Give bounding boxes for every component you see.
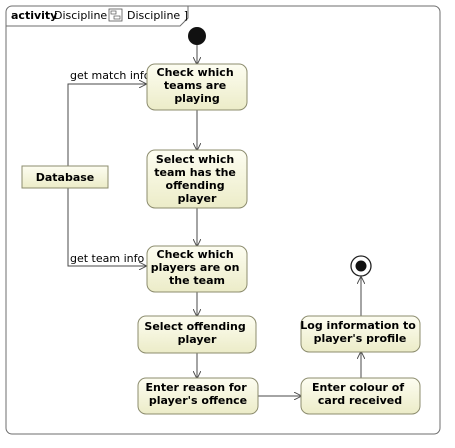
svg-text:Select which team has th: Select which team has the offending play… [154,153,239,205]
action-select-player-line-1: Select offending [144,320,245,333]
action-check-players: Check which players are on the team [146,245,248,293]
final-node [350,255,372,277]
action-enter-reason-line-1: Enter reason for [145,381,247,394]
svg-text:Check which players are: Check which players are on the team [151,248,244,287]
action-enter-colour-line-2: card received [318,394,402,407]
action-log-info-line-2: player's profile [314,332,407,345]
action-log-info-line-1: Log information to [300,319,416,332]
action-check-players-line-2: players are on [151,261,240,274]
frame-title: Discipline [ [54,9,115,22]
frame-keyword: activity [11,9,57,22]
database-object-node: Database [21,165,109,189]
action-select-team-line-4: player [178,192,217,205]
action-select-team: Select which team has the offending play… [146,149,248,209]
svg-text:Enter reason for player': Enter reason for player's offence [145,381,250,407]
edge-label-get-team-info: get team info [70,252,144,265]
svg-text:Select offending player: Select offending player [144,320,249,346]
action-select-team-line-3: offending [166,179,225,192]
initial-node [188,27,206,45]
activity-diagram-icon [108,8,123,22]
frame-name-tab [6,6,189,27]
flow-database-to-check-teams [67,84,146,166]
action-enter-colour: Enter colour of card received [300,377,421,415]
action-enter-reason-line-2: player's offence [149,394,247,407]
svg-text:Log information to playe: Log information to player's profile [300,319,419,345]
action-log-info: Log information to player's profile [300,315,421,353]
action-select-player: Select offending player [137,315,257,354]
action-enter-colour-line-1: Enter colour of [312,381,404,394]
edge-label-get-match-info: get match info [70,69,151,82]
flow-database-to-check-players [67,188,146,266]
action-check-teams: Check which teams are playing [146,63,248,111]
action-check-teams-line-1: Check which [157,66,234,79]
action-check-teams-line-2: teams are [164,79,226,92]
svg-text:Enter colour of card rec: Enter colour of card received [312,381,408,407]
action-select-player-line-2: player [178,333,217,346]
frame-title-repeat: Discipline ] [127,9,188,22]
action-check-teams-line-3: playing [174,92,219,105]
action-select-team-line-2: team has the [154,166,236,179]
svg-text:Check which teams are: Check which teams are playing [157,66,238,105]
control-flows [67,45,361,396]
action-select-team-line-1: Select which [156,153,234,166]
action-check-players-line-3: the team [169,274,225,287]
action-enter-reason: Enter reason for player's offence [137,377,259,415]
database-label: Database [36,171,95,184]
action-check-players-line-1: Check which [157,248,234,261]
